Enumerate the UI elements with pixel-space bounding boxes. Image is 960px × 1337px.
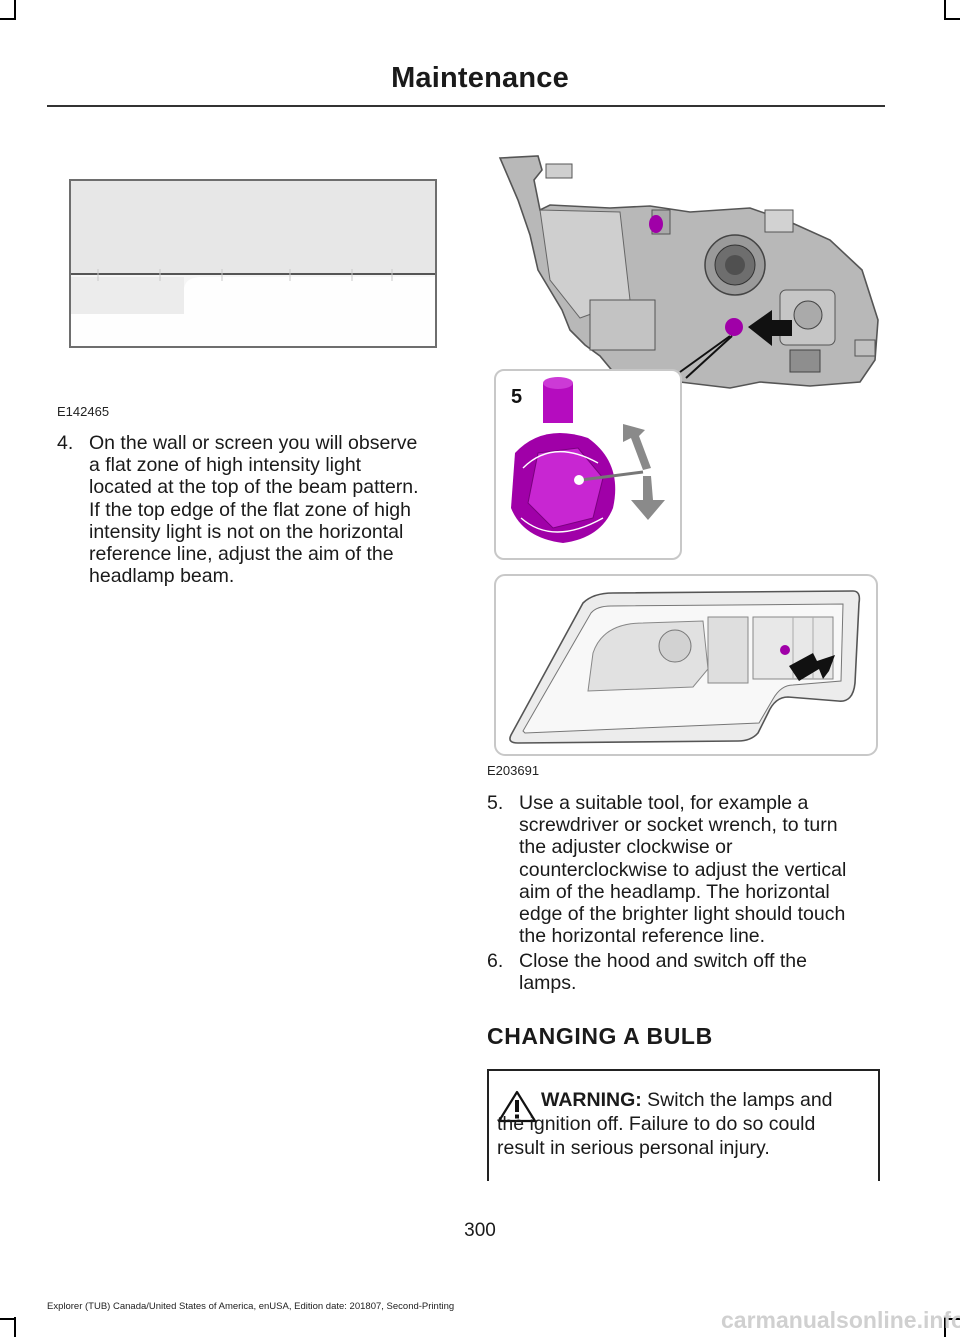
warning-icon	[497, 1090, 537, 1123]
page-title: Maintenance	[391, 62, 569, 94]
footer-edition-text: Explorer (TUB) Canada/United States of A…	[47, 1301, 455, 1312]
headlamp-rear-illustration	[498, 155, 879, 389]
step-number: 4.	[57, 432, 74, 454]
adjuster-access-highlight	[780, 645, 790, 655]
crop-mark-bottom-right-vertical	[944, 1317, 946, 1337]
step-number: 5.	[487, 792, 504, 814]
crop-mark-bottom-left-vertical	[14, 1317, 16, 1337]
warning-text: WARNING: Switch the lamps and the igniti…	[497, 1089, 833, 1159]
figure-code-beam-pattern: E142465	[57, 404, 110, 419]
up-arrow-icon	[623, 424, 651, 470]
callout-number: 5	[511, 386, 522, 408]
warning-box: WARNING: Switch the lamps and the igniti…	[487, 1069, 880, 1181]
crop-mark-bottom-right-horizontal	[944, 1318, 960, 1320]
crop-mark-top-right-horizontal	[944, 18, 960, 20]
step-text: Use a suitable tool, for example a screw…	[519, 792, 847, 948]
step-text: Close the hood and switch off the lamps.	[519, 950, 807, 995]
crop-mark-top-left-horizontal	[0, 18, 16, 20]
warning-label: WARNING:	[541, 1089, 642, 1111]
crop-mark-top-left-vertical	[14, 0, 16, 20]
adjuster-highlight-top	[649, 215, 663, 233]
arrow-icon	[789, 653, 835, 681]
section-heading: CHANGING A BULB	[487, 1023, 713, 1049]
step-number: 6.	[487, 950, 504, 972]
headlamp-front-illustration	[494, 574, 878, 756]
watermark: carmanualsonline.info	[721, 1307, 960, 1333]
down-arrow-icon	[631, 476, 665, 520]
page-number: 300	[464, 1220, 496, 1241]
header-divider	[47, 105, 885, 107]
adjuster-detail-callout: 5	[494, 369, 682, 560]
figure-code-headlamp: E203691	[487, 763, 540, 778]
step-text: On the wall or screen you will observe a…	[89, 432, 419, 588]
arrow-icon	[748, 310, 792, 346]
adjuster-highlight	[725, 318, 743, 336]
crop-mark-top-right-vertical	[944, 0, 946, 20]
crop-mark-bottom-left-horizontal	[0, 1318, 16, 1320]
beam-pattern-figure	[69, 179, 437, 348]
